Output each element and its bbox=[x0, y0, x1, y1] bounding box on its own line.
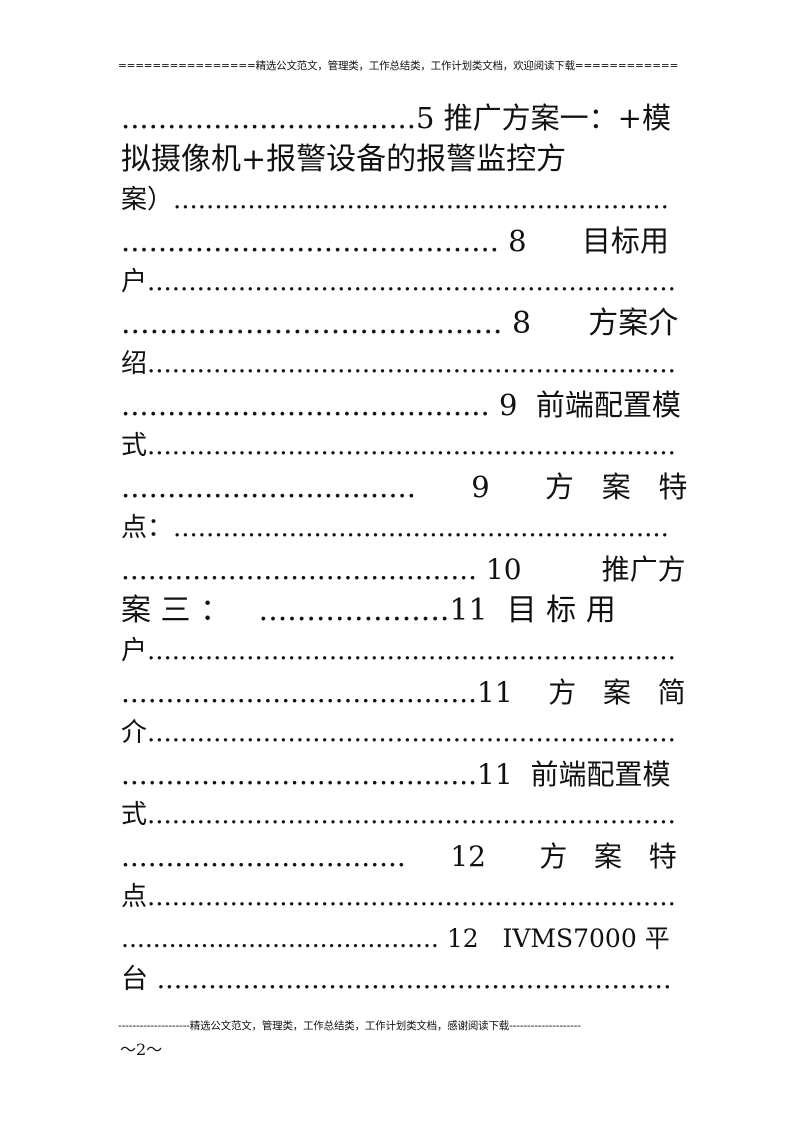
toc-line: 户.......................................… bbox=[121, 631, 687, 672]
toc-line: 点：......................................… bbox=[121, 508, 687, 549]
toc-line: 户.......................................… bbox=[121, 262, 687, 303]
toc-line: 绍.......................................… bbox=[121, 344, 687, 385]
table-of-contents: ................................5 推广方案一：… bbox=[121, 98, 687, 1000]
toc-line: 案 三 ： ....................11 目 标 用 bbox=[121, 590, 687, 631]
toc-line-text: 点.......................................… bbox=[121, 882, 676, 912]
toc-line: 拟摄像机+报警设备的报警监控方 bbox=[121, 139, 687, 180]
toc-line-text: ........................................… bbox=[121, 676, 686, 709]
toc-line: 案）......................................… bbox=[121, 180, 687, 221]
toc-line: ........................................… bbox=[121, 672, 687, 713]
toc-line-text: ................................ 12 方 案 … bbox=[121, 840, 677, 873]
toc-line: ........................................… bbox=[121, 754, 687, 795]
toc-line-text: 绍.......................................… bbox=[121, 349, 676, 379]
toc-line-text: 案 三 ： ....................11 目 标 用 bbox=[121, 593, 616, 628]
toc-line-text: ................................5 推广方案一：… bbox=[121, 101, 671, 135]
toc-line: ........................................… bbox=[121, 221, 687, 262]
toc-line-text: ........................................… bbox=[121, 306, 679, 341]
toc-line-text: 式.......................................… bbox=[121, 431, 676, 461]
toc-line: ................................5 推广方案一：… bbox=[121, 98, 687, 139]
toc-line-text: 台 ......................................… bbox=[121, 964, 672, 995]
toc-line-text: ........................................… bbox=[121, 553, 686, 586]
toc-line-text: ........................................… bbox=[121, 758, 671, 791]
toc-line-text: 式.......................................… bbox=[121, 800, 676, 830]
toc-line: ................................ 9 方 案 特 bbox=[121, 467, 687, 508]
toc-line-text: 点：......................................… bbox=[121, 513, 669, 543]
toc-line-text: ........................................… bbox=[121, 924, 670, 953]
page-number: ～2～ bbox=[120, 1040, 163, 1059]
toc-line-text: ................................ 9 方 案 特 bbox=[121, 470, 688, 504]
toc-line: 式.......................................… bbox=[121, 426, 687, 467]
toc-line: ........................................… bbox=[121, 303, 687, 344]
toc-line-text: ........................................… bbox=[121, 388, 681, 422]
toc-line: 介.......................................… bbox=[121, 713, 687, 754]
page-header: ================精选公文范文，管理类，工作总结类，工作计划类文档… bbox=[118, 60, 678, 72]
toc-line-text: 户.......................................… bbox=[121, 267, 676, 297]
toc-line: ........................................… bbox=[121, 385, 687, 426]
toc-line: 式.......................................… bbox=[121, 795, 687, 836]
toc-line: ........................................… bbox=[121, 918, 687, 959]
toc-line-text: 介.......................................… bbox=[121, 718, 676, 748]
toc-line: 点.......................................… bbox=[121, 877, 687, 918]
toc-line-text: 案）......................................… bbox=[121, 185, 669, 215]
toc-line-text: ........................................… bbox=[121, 224, 669, 258]
toc-line-text: 拟摄像机+报警设备的报警监控方 bbox=[121, 142, 567, 177]
toc-line: 台 ......................................… bbox=[121, 959, 687, 1000]
toc-line: ................................ 12 方 案 … bbox=[121, 836, 687, 877]
toc-line: ........................................… bbox=[121, 549, 687, 590]
page-footer: --------------------精选公文范文，管理类，工作总结类，工作计… bbox=[118, 1020, 581, 1032]
toc-line-text: 户.......................................… bbox=[121, 636, 676, 666]
